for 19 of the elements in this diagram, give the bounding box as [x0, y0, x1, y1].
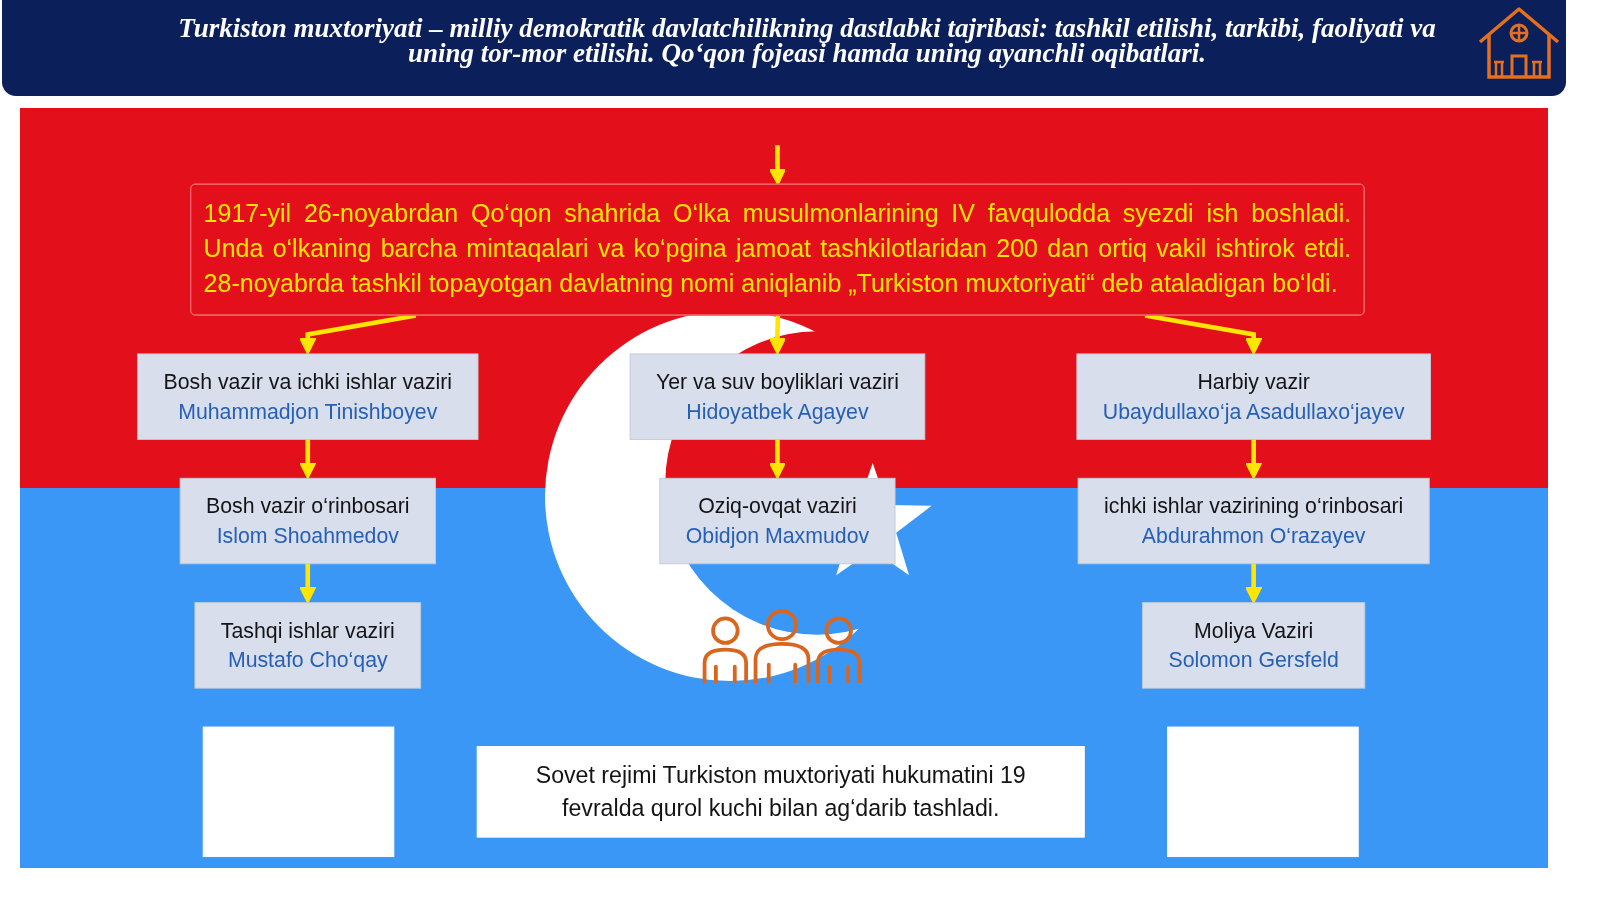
arrow: [768, 315, 787, 355]
arrow: [299, 563, 317, 604]
node-box: [1167, 726, 1359, 858]
arrow: [768, 145, 787, 186]
slide-title: Turkiston muxtoriyati – milliy demokratik davlatchilikning dastlabki tajribasi: tashkil etilishi, tarkibi, faoliyati va uning tor-mor etilishi. Qo‘qon fojeasi hamda uning ayanchli oqibatlari.: [177, 16, 1437, 66]
node-box: Bosh vazir o‘rinbosari Islom Shoahmedov: [179, 477, 436, 565]
node-box: Tashqi ishlar vaziri Mustafo Cho‘qay: [194, 602, 422, 689]
arrow: [1245, 439, 1263, 480]
arrow: [299, 439, 317, 480]
node-box: Oziq-ovqat vaziri Obidjon Maxmudov: [659, 477, 896, 565]
node-box: Sovet rejimi Turkiston muxtoriyati hukumatini 19 fevralda qurol kuchi bilan ag‘darib tashladi.: [476, 746, 1085, 838]
node-box: Bosh vazir va ichki ishlar vaziri Muhammadjon Tinishboyev: [137, 353, 479, 440]
arrow: [1245, 563, 1263, 604]
node-box: ichki ishlar vazirining o‘rinbosari Abdurahmon O‘razayev: [1077, 477, 1430, 565]
node-box: [202, 726, 395, 858]
node-box: Yer va suv boyliklari vaziri Hidoyatbek Agayev: [629, 353, 926, 440]
arrow: [768, 439, 787, 480]
node-box: Harbiy vazir Ubaydullaxo‘ja Asadullaxo‘jayev: [1076, 353, 1431, 440]
node-box: Moliya Vaziri Solomon Gersfeld: [1142, 602, 1366, 689]
